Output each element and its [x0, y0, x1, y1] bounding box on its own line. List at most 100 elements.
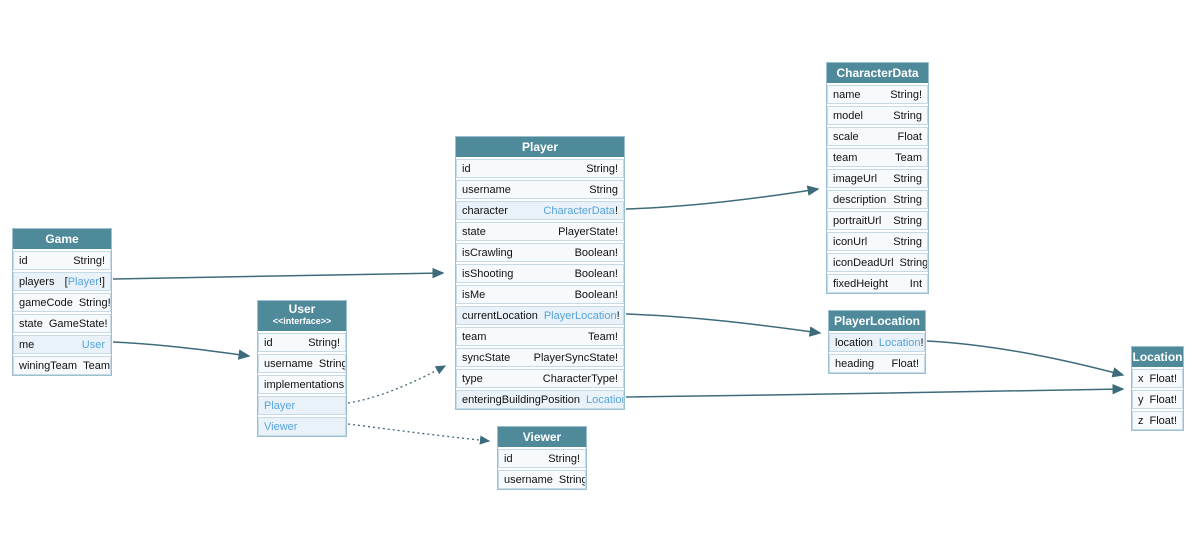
field-name: me: [19, 338, 35, 351]
field-type: String!: [78, 296, 111, 309]
type-link[interactable]: PlayerLocation: [543, 309, 617, 322]
field-type: String: [589, 183, 618, 196]
field-type: String!: [308, 336, 340, 349]
field-type: String!: [890, 88, 922, 101]
field-name: enteringBuildingPosition: [462, 393, 581, 406]
row-implementation-viewer[interactable]: Viewer: [258, 417, 346, 436]
implementation-link[interactable]: Viewer: [264, 420, 298, 433]
row-game-players[interactable]: players[Player!]: [13, 272, 111, 291]
field-name: syncState: [462, 351, 511, 364]
entity-playerLocation[interactable]: PlayerLocation location Location! heading Fl…: [828, 310, 926, 374]
entity-title: User: [288, 302, 316, 316]
field-type: Float!: [891, 357, 919, 370]
field-type[interactable]: User: [82, 339, 105, 351]
field-name: character: [462, 204, 508, 217]
field-type: Float!: [1149, 393, 1178, 406]
implementation-link[interactable]: Player: [264, 399, 296, 412]
type-link[interactable]: Location: [586, 393, 624, 406]
field-type: String: [558, 473, 586, 486]
edge-game-players-to-player: [112, 267, 445, 280]
row-player-character[interactable]: character CharacterData!: [456, 201, 624, 220]
entity-player-header: Player: [456, 137, 624, 157]
row-viewer-username: username String: [498, 470, 586, 489]
type-suffix: !]: [98, 275, 105, 288]
row-player-enteringBuildingPosition[interactable]: enteringBuildingPosition Location: [456, 390, 624, 409]
field-name: heading: [835, 357, 875, 370]
field-type[interactable]: CharacterData!: [543, 205, 618, 217]
field-name: id: [504, 452, 513, 465]
field-type: Float!: [1149, 414, 1178, 427]
edge-user-viewer-to-viewer: [347, 423, 491, 445]
field-name: username: [504, 473, 553, 486]
field-name: scale: [833, 130, 859, 143]
field-name: state: [19, 317, 43, 330]
type-link[interactable]: Location: [878, 336, 921, 349]
entity-game-header: Game: [13, 229, 111, 249]
field-name: id: [462, 162, 471, 175]
type-link[interactable]: Player: [67, 275, 99, 288]
row-implementation-player[interactable]: Player: [258, 396, 346, 415]
row-characterData-name: name String!: [827, 85, 928, 104]
field-type[interactable]: PlayerLocation!: [544, 310, 620, 322]
entity-title: Game: [45, 232, 79, 246]
row-playerLocation-location[interactable]: location Location!: [829, 333, 925, 352]
row-characterData-scale: scale Float: [827, 127, 928, 146]
field-name: description: [833, 193, 887, 206]
field-type: Float!: [1149, 372, 1178, 385]
field-type: String: [893, 235, 922, 248]
row-game-me[interactable]: me User: [13, 335, 111, 354]
field-name: z: [1138, 414, 1144, 427]
field-name: team: [833, 151, 858, 164]
edge-game-me-to-user: [112, 341, 251, 360]
field-name: type: [462, 372, 483, 385]
entity-stereotype: <<interface>>: [272, 316, 332, 326]
edge-player-character-to-characterdata: [625, 185, 820, 210]
field-type: String: [893, 109, 922, 122]
field-type: Float: [897, 130, 922, 143]
field-type: Team!: [588, 330, 618, 343]
field-type: Boolean!: [574, 246, 618, 259]
type-link[interactable]: User: [81, 338, 105, 351]
entity-playerLocation-header: PlayerLocation: [829, 311, 925, 331]
field-type: Boolean!: [574, 288, 618, 301]
field-type[interactable]: Location!: [879, 337, 924, 349]
field-type: String!: [586, 162, 618, 175]
field-type[interactable]: [Player!]: [65, 276, 105, 288]
field-type[interactable]: Location: [586, 393, 624, 406]
row-location-z: z Float!: [1132, 411, 1183, 430]
field-type: PlayerState!: [558, 225, 618, 238]
edge-player-enteringbuildingposition-to-location: [625, 383, 1125, 398]
field-name: name: [833, 88, 861, 101]
entity-title: Player: [521, 140, 559, 154]
field-type: Boolean!: [574, 267, 618, 280]
row-playerLocation-heading: heading Float!: [829, 354, 925, 373]
type-link[interactable]: CharacterData: [543, 204, 615, 217]
field-name: location: [835, 336, 873, 349]
field-name: y: [1138, 393, 1144, 406]
row-player-id: id String!: [456, 159, 624, 178]
field-name: fixedHeight: [833, 277, 889, 290]
edge-playerlocation-location-to-location: [926, 340, 1125, 378]
